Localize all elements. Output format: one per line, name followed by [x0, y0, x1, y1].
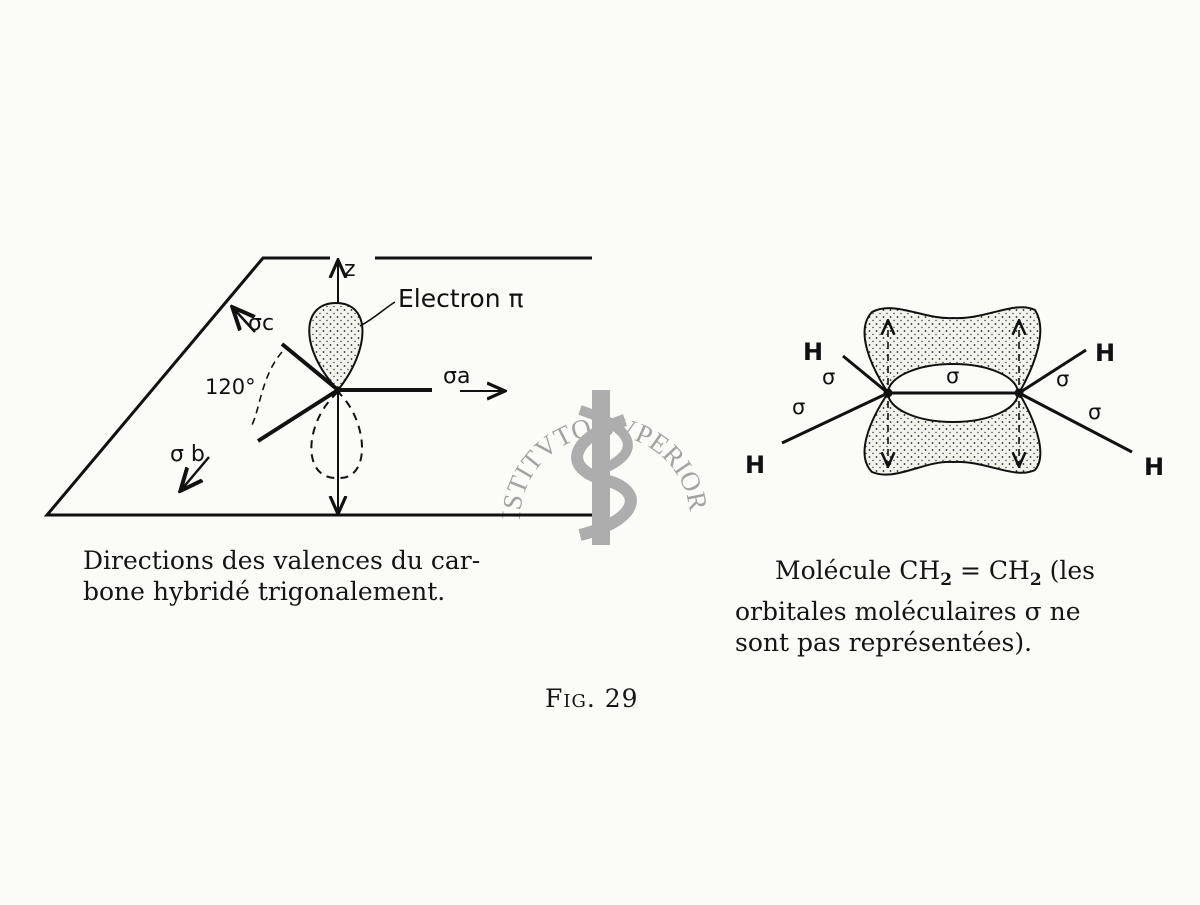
caption-text: Molécule CH	[775, 556, 941, 585]
pi-orbital-upper-lobe	[308, 301, 364, 392]
angle-label: 120°	[205, 375, 256, 399]
right-caption-line: Molécule CH2 = CH2 (les	[735, 555, 1095, 596]
sigma-label: σ	[822, 365, 835, 389]
ch-bonds	[781, 348, 1133, 454]
subscript: 2	[940, 570, 953, 590]
watermark-seal: ISTITVTO SVPERIORE DI SANITA	[0, 0, 714, 545]
sigma-label: σ	[792, 395, 805, 419]
sigma-c-arrow	[234, 309, 256, 333]
sigma-label: σ	[1056, 367, 1069, 391]
right-caption: Molécule CH2 = CH2 (les orbitales molécu…	[735, 555, 1095, 658]
left-caption-line: bone hybridé trigonalement.	[83, 577, 446, 606]
hydrogen-label: H	[803, 338, 823, 366]
caption-text: = CH	[952, 556, 1030, 585]
subscript: 2	[1029, 570, 1042, 590]
figure-label: Fig. 29	[545, 684, 639, 713]
sigma-b-label: σ b	[170, 442, 205, 467]
right-caption-line: sont pas représentées).	[735, 628, 1033, 657]
caption-text: (les	[1041, 556, 1096, 585]
sigma-b-arrow	[182, 456, 210, 489]
sigma-a-label: σa	[443, 364, 470, 389]
sigma-c-bond	[280, 342, 340, 392]
sigma-b-bond	[256, 388, 340, 443]
electron-leader-line	[359, 301, 396, 327]
plane-outline	[43, 256, 592, 517]
ethylene-diagram	[781, 306, 1133, 476]
left-caption-line: Directions des valences du car-	[83, 546, 481, 575]
sigma-label: σ	[946, 364, 959, 388]
right-caption-line: orbitales moléculaires σ ne	[735, 597, 1081, 626]
trigonal-carbon-diagram	[43, 256, 592, 517]
angle-arc	[251, 351, 283, 426]
hydrogen-label: H	[745, 451, 765, 479]
hydrogen-label: H	[1144, 453, 1164, 481]
sigma-c-label: σc	[248, 311, 274, 336]
hydrogen-label: H	[1095, 339, 1115, 367]
z-axis-label: z	[344, 257, 356, 282]
left-caption: Directions des valences du car- bone hyb…	[83, 545, 480, 607]
sigma-label: σ	[1088, 400, 1101, 424]
electron-pi-label: Electron π	[398, 284, 524, 313]
pi-orbital-lower-lobe	[310, 391, 363, 480]
